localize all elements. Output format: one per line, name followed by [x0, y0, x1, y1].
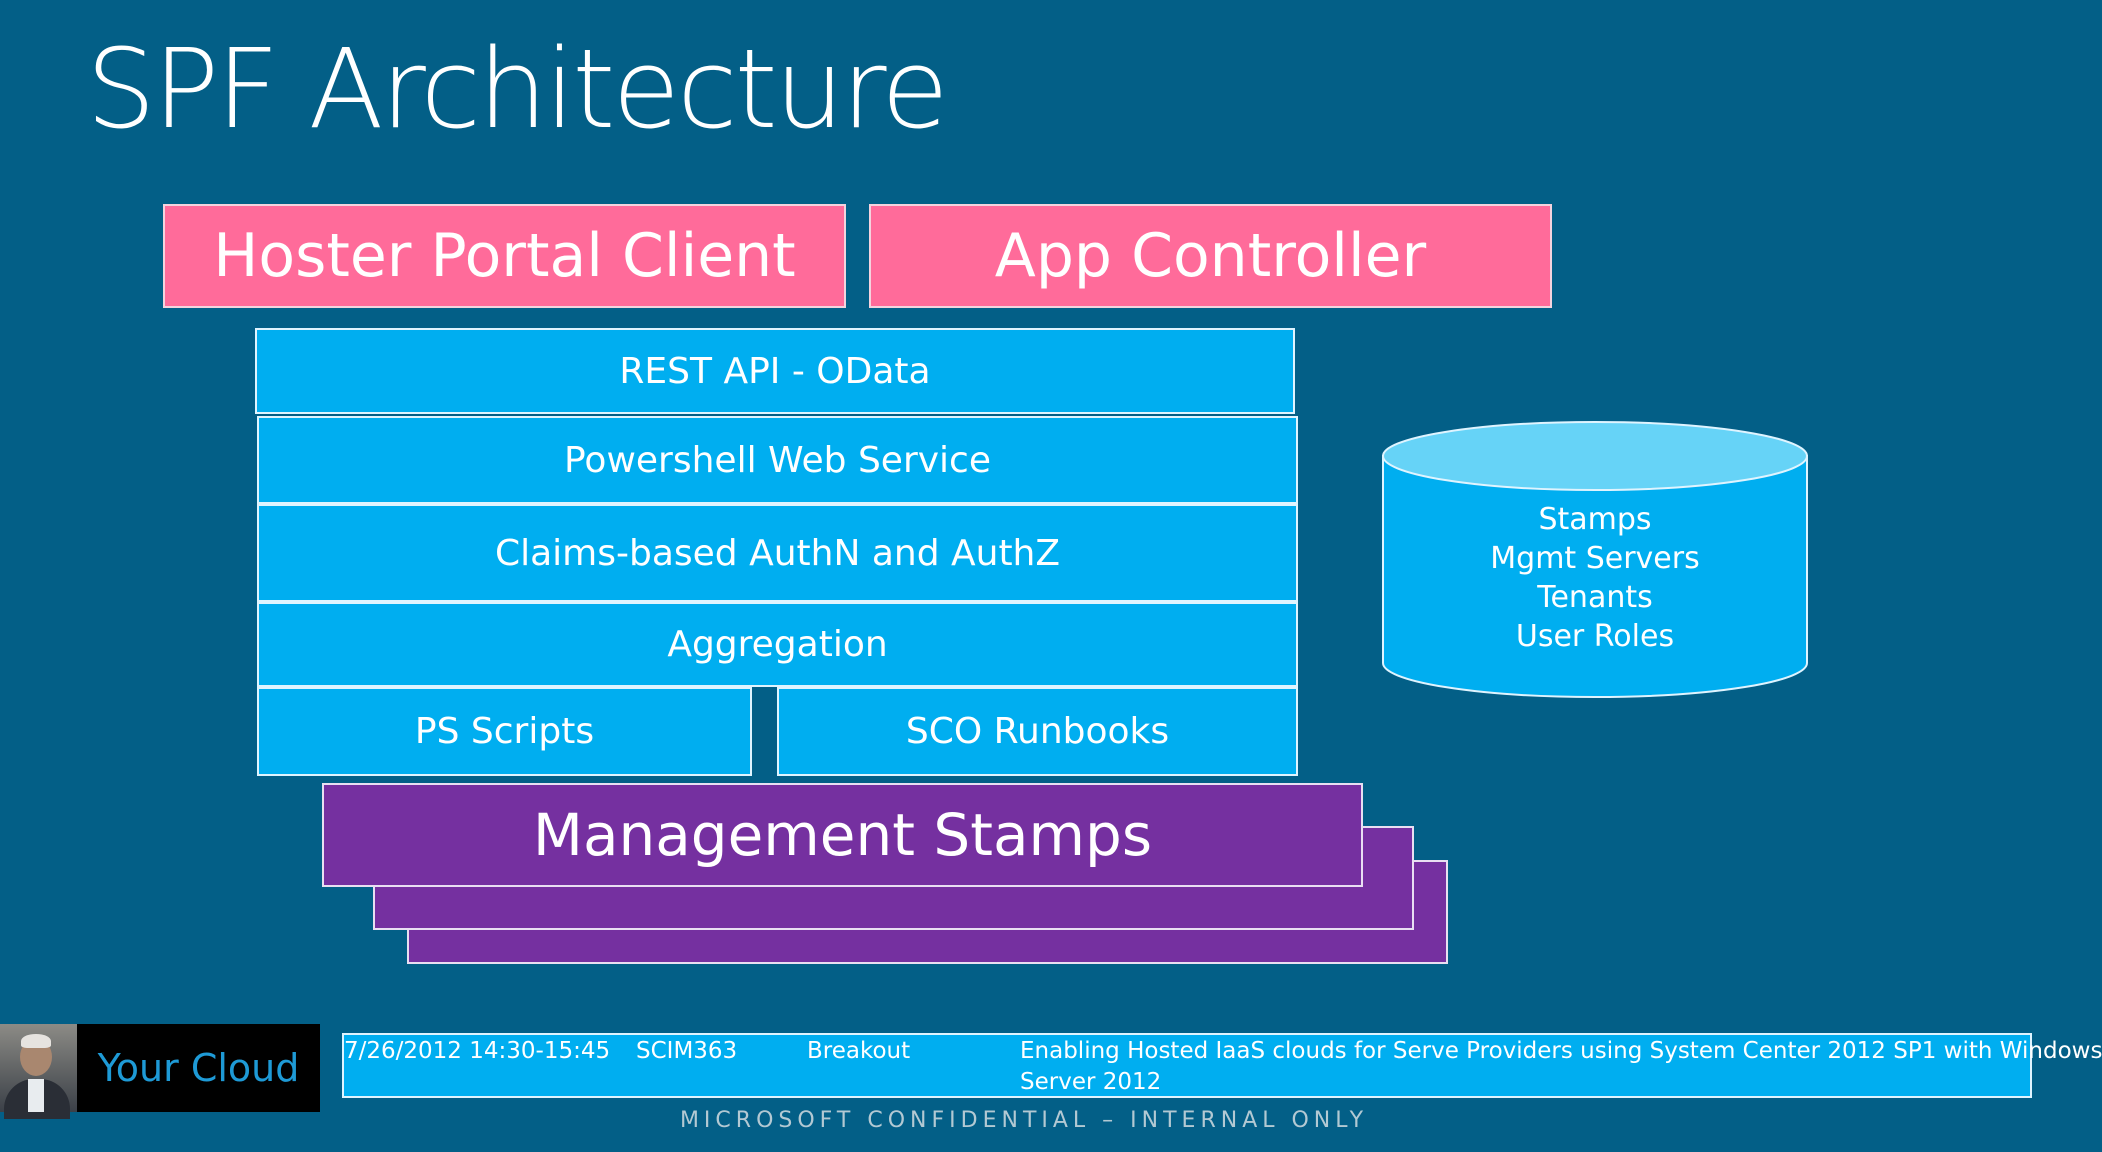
sco-runbooks-box: SCO Runbooks — [777, 687, 1298, 776]
database-items: Stamps Mgmt Servers Tenants User Roles — [1381, 500, 1809, 656]
aggregation-layer: Aggregation — [257, 602, 1298, 687]
db-item-stamps: Stamps — [1538, 502, 1652, 537]
ps-scripts-box: PS Scripts — [257, 687, 752, 776]
database-cylinder: Stamps Mgmt Servers Tenants User Roles — [1381, 420, 1809, 699]
session-code: SCIM363 — [636, 1038, 738, 1064]
database-cylinder-shape — [1382, 421, 1808, 698]
your-cloud-brand: Your Cloud — [77, 1024, 320, 1112]
session-datetime: 7/26/2012 14:30-15:45 — [344, 1038, 611, 1064]
session-title-line2: Server 2012 — [1020, 1069, 1162, 1095]
session-info-bar: 7/26/2012 14:30-15:45 SCIM363 Breakout E… — [342, 1033, 2102, 1098]
slide-title: SPF Architecture — [86, 25, 949, 153]
management-stamps-box: Management Stamps — [322, 783, 1363, 887]
db-item-tenants: Tenants — [1537, 580, 1653, 615]
claims-auth-layer: Claims-based AuthN and AuthZ — [257, 504, 1298, 602]
presenter-video-thumbnail — [0, 1024, 77, 1119]
app-controller-box: App Controller — [869, 204, 1552, 308]
slide: SPF Architecture Hoster Portal Client Ap… — [0, 25, 2102, 1133]
session-title-line1: Enabling Hosted IaaS clouds for Serve Pr… — [1020, 1038, 2102, 1064]
db-item-user-roles: User Roles — [1515, 619, 1675, 654]
powershell-web-service-layer: Powershell Web Service — [257, 416, 1298, 504]
confidential-notice: MICROSOFT CONFIDENTIAL – INTERNAL ONLY — [679, 1108, 1369, 1133]
db-item-mgmt-servers: Mgmt Servers — [1490, 541, 1700, 576]
hoster-portal-client-box: Hoster Portal Client — [163, 204, 846, 308]
session-type: Breakout — [807, 1038, 911, 1064]
rest-api-odata-layer: REST API - OData — [255, 328, 1295, 414]
